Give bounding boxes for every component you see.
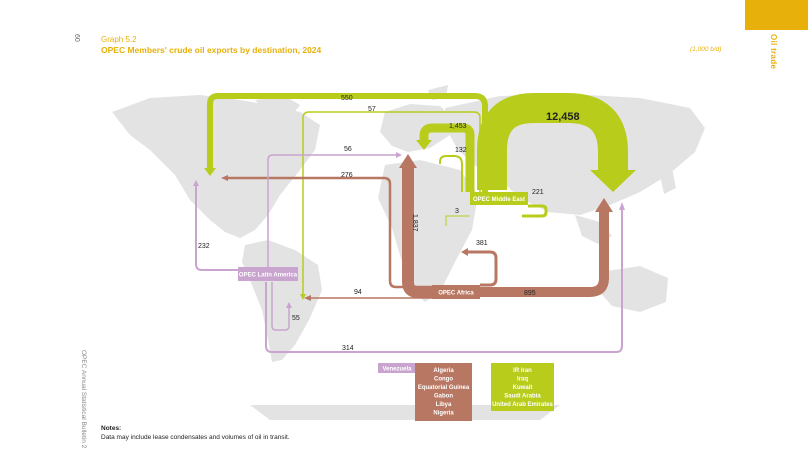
flow-africa-africa <box>466 250 498 287</box>
legend-africa-country: Equatorial Guinea <box>418 385 470 391</box>
value-me-asia: 12,458 <box>546 111 580 123</box>
legend-africa-country: Gabon <box>434 394 453 400</box>
arrowhead-africa-africa <box>461 248 468 256</box>
graph-title: OPEC Members' crude oil exports by desti… <box>101 45 322 55</box>
legend-africa-country: Algeria <box>433 368 454 374</box>
node-africa <box>432 285 480 299</box>
flow-africa-north-america <box>226 176 432 289</box>
unit-label: (1,000 b/d) <box>690 46 722 53</box>
arrowhead-africa-asia <box>595 198 613 212</box>
arrowhead-latam-asia <box>619 202 625 210</box>
arrowhead-latam-latam <box>286 302 292 308</box>
flow-africa-europe <box>402 168 432 298</box>
legend-africa-country: Libya <box>436 402 452 408</box>
legend-me-country: United Arab Emirates <box>492 402 553 408</box>
arrowhead-africa-latin-america <box>304 295 311 301</box>
graph-label: Graph 5.2 <box>101 35 137 44</box>
flow-me-africa <box>445 215 470 226</box>
arrowhead-latam-north-america <box>193 180 199 186</box>
flow-me-fsu <box>439 155 463 192</box>
value-africa-africa: 381 <box>476 240 488 247</box>
arrowhead-africa-north-america <box>221 175 228 181</box>
value-africa-asia: 895 <box>524 290 536 297</box>
node-latin-america <box>238 267 298 281</box>
notes-heading: Notes: <box>101 425 122 432</box>
value-africa-latin-america: 94 <box>354 289 362 296</box>
arrowhead-me-latin-america <box>300 294 306 300</box>
node-middle-east-label: OPEC Middle East <box>473 197 525 203</box>
legend-latin-america <box>378 363 416 373</box>
legend-latam-country: Venezuela <box>382 367 412 373</box>
flow-africa-asia <box>480 212 609 297</box>
flow-latam-north-america <box>195 184 238 271</box>
flow-latam-latam <box>271 282 290 331</box>
legend-africa-country: Nigeria <box>433 411 454 417</box>
section-tab <box>745 0 808 30</box>
node-africa-label: OPEC Africa <box>438 291 474 297</box>
legend-me-country: Kuwait <box>513 385 533 391</box>
legend-me-country: Iraq <box>517 377 528 383</box>
value-me-me: 221 <box>532 189 544 196</box>
node-middle-east <box>470 192 528 205</box>
flow-latam-europe <box>267 154 398 268</box>
legend-africa <box>415 363 472 421</box>
value-me-africa: 3 <box>455 208 459 215</box>
section-label: Oil trade <box>769 34 778 70</box>
value-me-latin-america: 57 <box>368 106 376 113</box>
publication-side-label: OPEC Annual Statistical Bulletin 2 <box>80 350 87 449</box>
arrowhead-me-asia <box>590 170 636 192</box>
value-africa-north-america: 276 <box>341 172 353 179</box>
arrowhead-africa-europe <box>399 154 417 168</box>
legend-me-country: Saudi Arabia <box>504 394 541 400</box>
flow-me-north-america <box>207 93 488 192</box>
arrowhead-me-europe <box>416 140 432 150</box>
arrowhead-latam-europe <box>396 152 402 158</box>
value-me-fsu: 132 <box>455 147 467 154</box>
flow-me-me <box>522 204 548 218</box>
legend-africa-country: Congo <box>434 377 453 383</box>
value-latam-north-america: 232 <box>198 243 210 250</box>
flow-latam-asia <box>265 208 623 353</box>
notes-text: Data may include lease condensates and v… <box>101 434 290 441</box>
value-latam-asia: 314 <box>342 345 354 352</box>
node-latin-america-label: OPEC Latin America <box>239 273 298 279</box>
value-africa-europe: 1,837 <box>411 214 418 232</box>
arrowhead-me-north-america <box>204 168 216 176</box>
value-me-europe: 1,453 <box>449 123 467 130</box>
flow-me-asia <box>477 93 628 190</box>
flow-me-latin-america <box>302 111 481 296</box>
legend-middle-east <box>491 363 554 411</box>
legend-me-country: IR Iran <box>513 368 532 374</box>
flow-me-europe <box>419 123 475 192</box>
value-latam-latam: 55 <box>292 315 300 322</box>
value-latam-europe: 56 <box>344 146 352 153</box>
value-me-north-america: 550 <box>341 95 353 102</box>
